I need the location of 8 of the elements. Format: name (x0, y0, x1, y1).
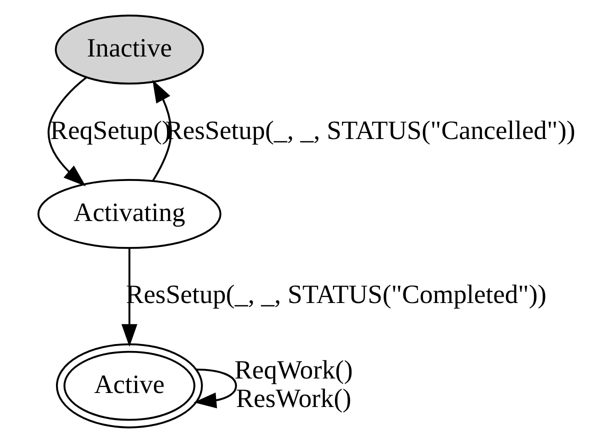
edge-label: ReqWork() ResWork() (234, 354, 352, 413)
node-ellipse: Activating (36, 179, 221, 249)
node-ellipse: Active (55, 343, 202, 428)
edge-label: ReqSetup() (50, 114, 170, 145)
arrow (47, 76, 87, 186)
node-ellipse: Inactive (54, 14, 204, 85)
arrow (193, 368, 236, 408)
arrow (152, 80, 172, 182)
